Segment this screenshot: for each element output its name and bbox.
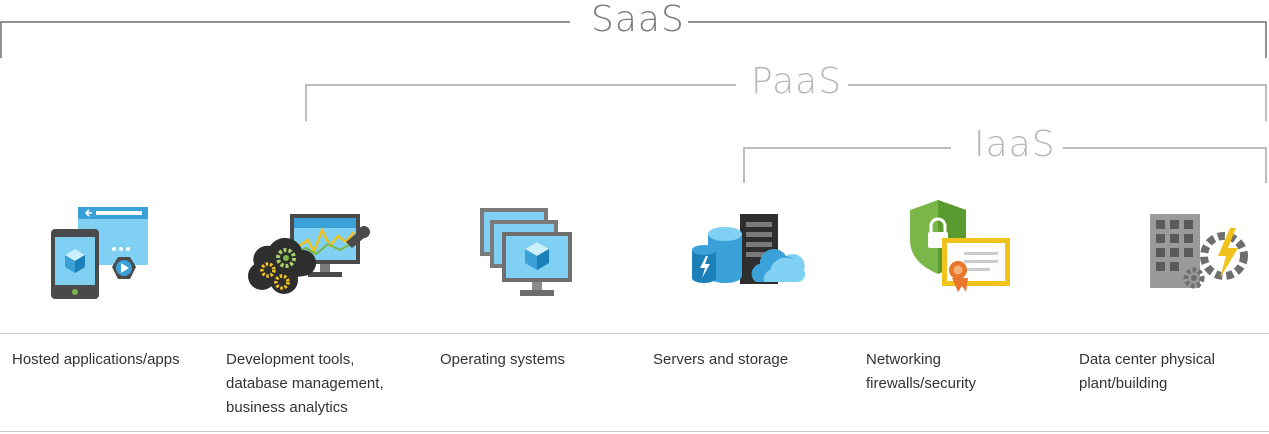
caption-line: Networking [866,351,942,368]
caption-line: Development tools, [226,351,355,368]
caption-line: plant/building [1079,375,1168,392]
caption-line: Operating systems [440,351,566,368]
dev-tools-icon [248,214,370,294]
caption-line: firewalls/security [866,375,977,392]
caption-line: Data center physical [1079,351,1215,368]
caption-line: Servers and storage [653,351,789,368]
storage-server-icon [692,214,806,284]
top-divider [0,333,1269,334]
iaas-bracket [743,147,1267,183]
datacenter-building-icon [1150,214,1248,289]
paas-bracket [305,84,1267,121]
caption-hosted-apps: Hosted applications/apps [12,348,212,372]
caption-networking: Networking firewalls/security [866,348,1066,396]
caption-operating-systems: Operating systems [440,348,640,372]
caption-dev-tools: Development tools, database management, … [226,348,426,420]
app-devices-icon [51,207,148,299]
bottom-divider [0,431,1269,432]
caption-line: Hosted applications/apps [12,351,180,368]
virtual-machines-icon [480,208,572,296]
paas-label: PaaS [751,61,843,102]
caption-line: database management, [226,375,384,392]
iaas-label: IaaS [974,124,1056,165]
saas-bracket [0,21,1267,58]
caption-line: business analytics [226,399,348,416]
caption-data-center: Data center physical plant/building [1079,348,1264,396]
saas-label: SaaS [591,0,685,40]
caption-servers-storage: Servers and storage [653,348,853,372]
security-certificate-icon [910,200,1010,292]
